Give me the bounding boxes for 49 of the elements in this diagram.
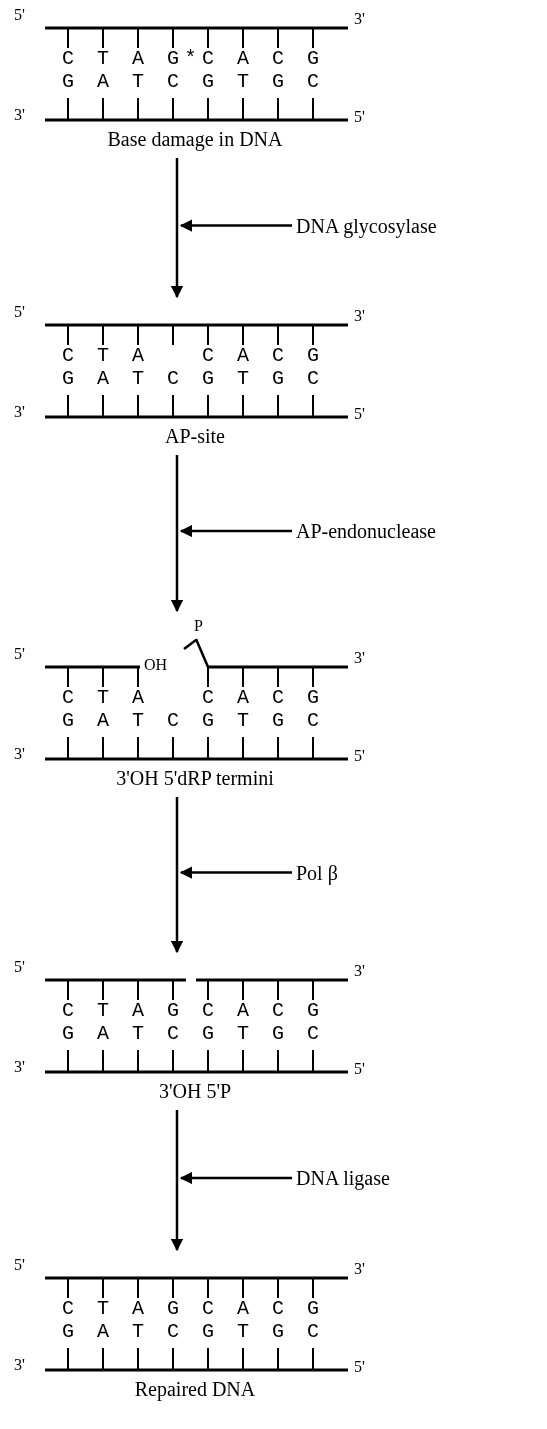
chemical-group-label: OH: [144, 656, 168, 674]
strand-end-label: 5': [354, 747, 365, 765]
strand-end-label: 5': [354, 108, 365, 126]
strand-end-label: 3': [14, 106, 25, 124]
stage-caption: 3'OH 5'P: [157, 1079, 233, 1104]
enzyme-label: DNA ligase: [296, 1165, 390, 1191]
strand-end-label: 3': [14, 1058, 25, 1076]
strand-end-label: 5': [354, 405, 365, 423]
stage-caption: 3'OH 5'dRP termini: [115, 766, 275, 791]
arrow: [170, 455, 184, 613]
base-sequence: G A T C G T G C: [62, 368, 325, 390]
stage-caption: Base damage in DNA: [106, 127, 284, 152]
enzyme-label: DNA glycosylase: [296, 212, 437, 239]
arrow: [179, 524, 292, 538]
base-sequence: G A T C G T G C: [62, 71, 325, 93]
stage-caption: AP-site: [164, 424, 226, 449]
strand-end-label: 5': [14, 645, 25, 663]
strand-end-label: 5': [354, 1358, 365, 1376]
arrow: [170, 1110, 184, 1252]
strand-end-label: 5': [14, 6, 25, 24]
base-sequence: C T A G C A C G: [62, 1298, 325, 1320]
base-sequence: G A T C G T G C: [62, 1023, 325, 1045]
base-sequence: C T A G C A C G: [62, 1000, 325, 1022]
enzyme-label: Pol β: [296, 859, 338, 886]
arrow: [170, 158, 184, 299]
strand-end-label: 3': [14, 1356, 25, 1374]
strand-end-label: 3': [14, 403, 25, 421]
strand-end-label: 3': [354, 10, 365, 28]
strand-end-label: 5': [14, 303, 25, 321]
strand-end-label: 3': [354, 649, 365, 667]
strand-end-label: 3': [14, 745, 25, 763]
base-sequence: C T A C A C G: [62, 345, 325, 367]
arrow: [170, 797, 184, 954]
strand-end-label: 5': [354, 1060, 365, 1078]
base-sequence: G A T C G T G C: [62, 710, 325, 732]
strand-end-label: 3': [354, 307, 365, 325]
strand-end-label: 3': [354, 962, 365, 980]
base-sequence: G A T C G T G C: [62, 1321, 325, 1343]
strand-end-label: 5': [14, 1256, 25, 1274]
stage-caption: Repaired DNA: [133, 1377, 257, 1402]
arrow: [179, 219, 292, 232]
base-sequence: C T A G*C A C G: [62, 48, 325, 70]
strand-end-label: 5': [14, 958, 25, 976]
enzyme-label: AP-endonuclease: [296, 518, 436, 544]
chemical-group-label: P: [194, 617, 203, 635]
strand-end-label: 3': [354, 1260, 365, 1278]
base-sequence: C T A C A C G: [62, 687, 325, 709]
arrow: [179, 1171, 292, 1185]
arrow: [179, 866, 292, 879]
